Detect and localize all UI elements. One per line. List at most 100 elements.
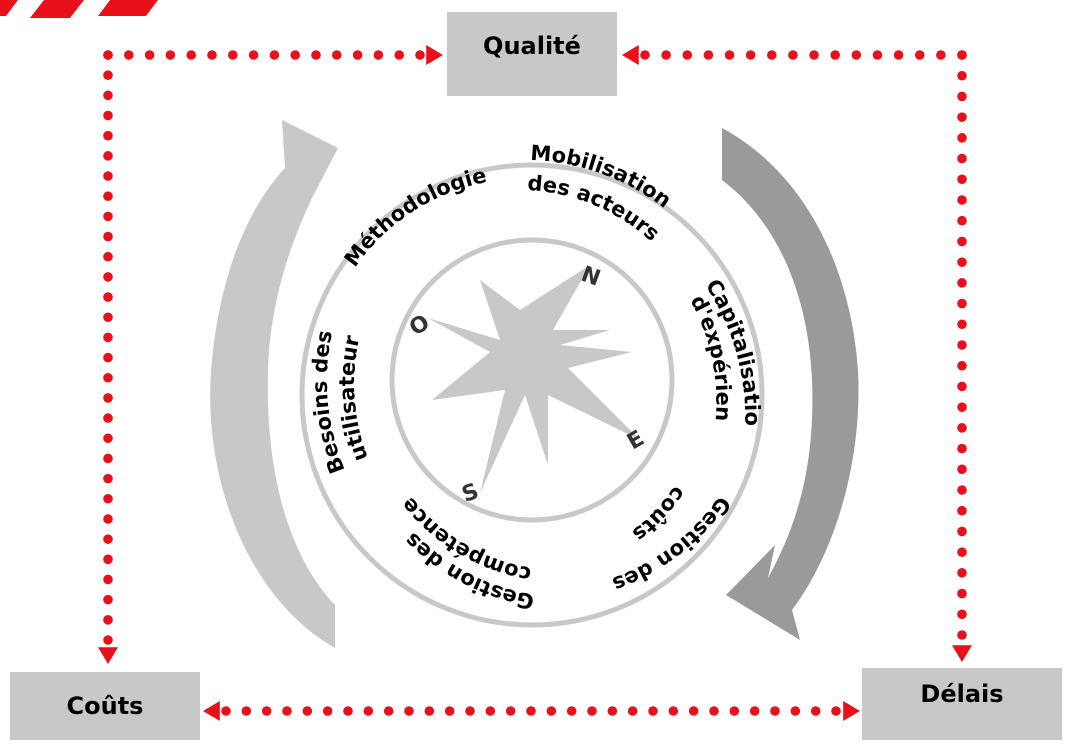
- connector-dot: [248, 50, 259, 60]
- connector-dot: [394, 50, 405, 60]
- connector-dot: [103, 90, 113, 101]
- connector-dot: [640, 50, 650, 60]
- connector-dot: [165, 50, 176, 60]
- connector-dot: [872, 50, 883, 60]
- connector-dot: [957, 195, 967, 205]
- connector-dot: [893, 50, 904, 60]
- connector-dot: [957, 236, 967, 247]
- right-rotation-arrow: [722, 128, 859, 640]
- connector-dot: [144, 50, 155, 60]
- connector-dot: [957, 443, 967, 454]
- connector-dot: [957, 360, 967, 371]
- connector-dot: [831, 706, 841, 716]
- connector-dot: [465, 706, 475, 716]
- connector-dot: [724, 50, 735, 60]
- connector-dot: [851, 50, 862, 60]
- connector-dot: [103, 473, 113, 484]
- constraint-deadlines-box: Délais: [862, 668, 1062, 740]
- arrowhead-icon: [98, 647, 118, 664]
- connector-dot: [566, 706, 577, 716]
- connector-dot: [404, 706, 414, 716]
- arrowhead-icon: [426, 45, 443, 65]
- connector-dot: [444, 706, 455, 716]
- connector-dot: [607, 706, 618, 716]
- connector-dot: [352, 50, 363, 60]
- connector-dot: [103, 151, 113, 161]
- connector-dot: [241, 706, 252, 716]
- inner-ring: [389, 237, 675, 523]
- connector-dot: [957, 278, 967, 288]
- connector-dot: [957, 174, 967, 185]
- connector-dot: [302, 706, 313, 716]
- connector-dot: [957, 526, 967, 537]
- connector-dot: [103, 211, 113, 222]
- connector-dot: [103, 393, 113, 403]
- connector-dot: [703, 50, 714, 60]
- arrowhead-icon: [622, 45, 639, 65]
- connector-dot: [668, 706, 679, 716]
- connector-dot: [103, 231, 113, 242]
- connector-dot: [809, 50, 819, 60]
- stripe-2: [30, 0, 84, 18]
- connector-dot: [957, 133, 967, 143]
- connector-dot: [810, 706, 821, 716]
- constraint-costs-box: Coûts: [10, 672, 200, 740]
- connector-dot: [186, 50, 196, 60]
- connector-dot: [261, 706, 272, 716]
- connector-dot: [103, 433, 113, 444]
- connector-dot: [103, 635, 113, 645]
- connector-dot: [749, 706, 760, 716]
- connector-dot: [957, 588, 967, 599]
- connector-dot: [103, 534, 113, 544]
- left-rotation-arrow: [210, 120, 338, 648]
- connector-dot: [103, 554, 113, 565]
- connector-dot: [914, 50, 925, 60]
- connector-dot: [526, 706, 536, 716]
- connector-dot: [627, 706, 638, 716]
- connector-dot: [709, 706, 719, 716]
- connector-dot: [343, 706, 353, 716]
- connector-dot: [207, 50, 217, 60]
- connector-dot: [103, 574, 113, 585]
- connector-dot: [282, 706, 292, 716]
- connector-dot: [648, 706, 658, 716]
- connector-dot: [729, 706, 740, 716]
- connector-dot: [957, 50, 967, 60]
- connector-dot: [103, 453, 113, 464]
- connector-dot: [103, 292, 113, 302]
- connector-dot: [505, 706, 516, 716]
- connector-dot: [957, 319, 967, 330]
- connector-dot: [322, 706, 333, 716]
- connector-dot: [957, 340, 967, 350]
- connector-dot: [661, 50, 671, 60]
- connector-dot: [957, 609, 967, 620]
- connector-dot: [830, 50, 840, 60]
- connector-dot: [957, 215, 967, 226]
- connector-dot: [103, 110, 113, 121]
- connector-dot: [957, 485, 967, 495]
- connector-dot: [221, 706, 231, 716]
- connector-dot: [682, 50, 693, 60]
- constraint-deadlines-label: Délais: [920, 680, 1004, 708]
- connector-dot: [957, 547, 967, 557]
- connector-dot: [957, 505, 967, 516]
- connector-dot: [957, 464, 967, 475]
- connector-dot: [228, 50, 238, 60]
- connector-dot: [957, 568, 967, 578]
- connector-dot: [957, 423, 967, 433]
- connector-dot: [103, 70, 113, 80]
- connector-dot: [546, 706, 557, 716]
- outer-ring: [299, 162, 765, 628]
- arrowhead-icon: [843, 701, 860, 721]
- compass-north: N: [578, 262, 604, 292]
- connector-dot: [587, 706, 597, 716]
- constraint-quality-label: Qualité: [483, 32, 581, 60]
- corner-stripes-icon: [0, 0, 158, 18]
- arrowhead-icon: [952, 645, 972, 662]
- connector-dot: [363, 706, 374, 716]
- connector-dot: [103, 413, 113, 423]
- connector-dot: [957, 381, 967, 392]
- connector-dot: [373, 50, 384, 60]
- connector-dot: [688, 706, 699, 716]
